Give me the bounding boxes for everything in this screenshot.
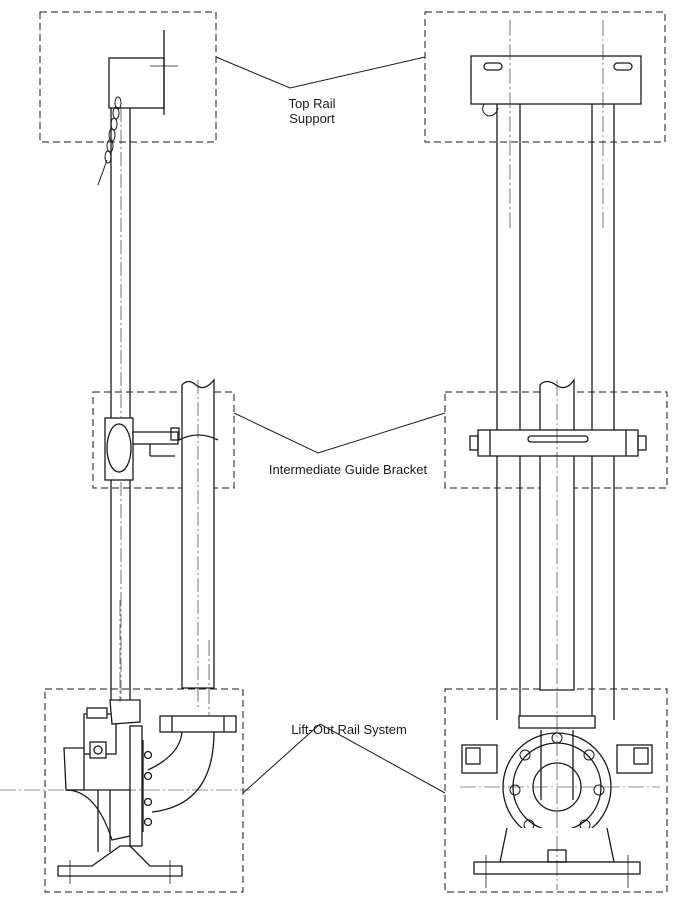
base-plate-side <box>57 845 183 877</box>
leader-mid <box>233 412 446 454</box>
top-bracket-front <box>470 55 642 105</box>
elbow-side <box>147 731 215 813</box>
label-lift-out-rail-system: Lift-Out Rail System <box>291 722 407 737</box>
leader-top <box>215 56 426 89</box>
pump-body-side <box>63 699 153 852</box>
leader-bottom <box>242 723 446 794</box>
detail-box-bottom-left <box>44 688 244 893</box>
label-top-rail-support: Top Rail Support <box>272 96 352 126</box>
detail-box-mid-left <box>92 391 235 489</box>
callout-leaders <box>215 56 446 794</box>
detail-box-top-left <box>39 11 217 143</box>
lifting-chain <box>97 96 122 186</box>
front-view <box>460 20 660 890</box>
intermediate-bracket-front <box>469 429 647 457</box>
intermediate-bracket-side <box>104 417 219 481</box>
label-intermediate-guide-bracket: Intermediate Guide Bracket <box>268 462 428 477</box>
side-view <box>0 30 250 884</box>
detail-box-top-right <box>424 11 666 143</box>
label-top-rail-support-line1: Top Rail <box>288 96 336 111</box>
detail-boxes <box>39 11 668 893</box>
label-top-rail-support-line2: Support <box>289 111 335 126</box>
pipe-flange-side <box>159 715 237 733</box>
top-bracket-side <box>108 57 165 109</box>
